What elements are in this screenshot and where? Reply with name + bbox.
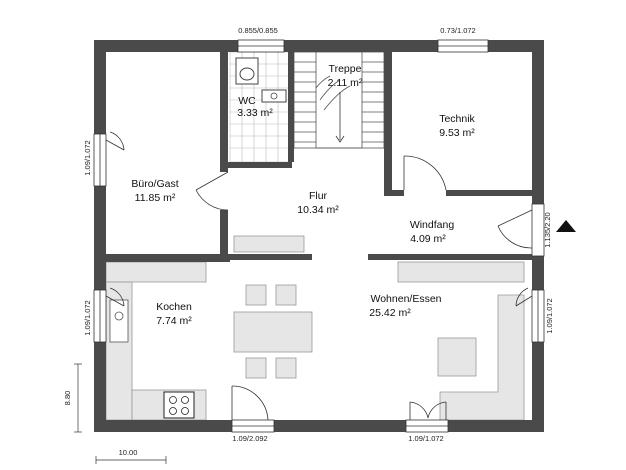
window-label-top-left: 0.855/0.855 bbox=[238, 26, 278, 35]
room-name-flur: Flur bbox=[309, 190, 328, 202]
room-name-buero: Büro/Gast bbox=[131, 178, 178, 190]
window-label-top-right: 0.73/1.072 bbox=[440, 26, 475, 35]
window-dimension-labels: 0.855/0.855 0.73/1.072 1.09/1.072 1.09/1… bbox=[83, 26, 554, 443]
wc-fixtures bbox=[235, 57, 287, 103]
window-label-left-upper: 1.09/1.072 bbox=[83, 140, 92, 175]
entrance-arrow-icon bbox=[556, 220, 576, 232]
room-area-kochen: 7.74 m² bbox=[156, 315, 192, 327]
door-swings bbox=[105, 131, 533, 421]
window-label-bottom-right: 1.09/1.072 bbox=[408, 434, 443, 443]
window-label-right-lower: 1.09/1.072 bbox=[545, 298, 554, 333]
exterior-walls bbox=[94, 40, 544, 432]
room-name-windfang: Windfang bbox=[410, 219, 455, 231]
overall-width-label: 10.00 bbox=[119, 448, 138, 457]
window-label-right-entry: 1.135/2.20 bbox=[543, 212, 552, 247]
room-labels: Büro/Gast 11.85 m² WC 3.33 m² Treppe 2.1… bbox=[131, 63, 475, 327]
room-name-wohnen: Wohnen/Essen bbox=[370, 293, 441, 305]
room-area-wohnen: 25.42 m² bbox=[369, 307, 411, 319]
room-name-treppe: Treppe bbox=[329, 63, 362, 75]
overall-depth-label: 8.80 bbox=[63, 391, 72, 406]
room-area-wc: 3.33 m² bbox=[237, 107, 273, 119]
window-label-bottom-left: 1.09/2.092 bbox=[232, 434, 267, 443]
room-name-technik: Technik bbox=[439, 113, 475, 125]
windows bbox=[93, 39, 545, 433]
window-label-left-lower: 1.09/1.072 bbox=[83, 300, 92, 335]
room-area-technik: 9.53 m² bbox=[439, 127, 475, 139]
room-area-buero: 11.85 m² bbox=[135, 192, 176, 204]
room-area-treppe: 2.11 m² bbox=[328, 77, 363, 89]
overall-dimensions bbox=[74, 363, 167, 464]
interior-walls bbox=[106, 52, 532, 262]
room-area-windfang: 4.09 m² bbox=[410, 233, 446, 245]
furniture bbox=[109, 284, 477, 419]
room-name-kochen: Kochen bbox=[156, 301, 192, 313]
room-name-wc: WC bbox=[238, 95, 256, 107]
room-area-flur: 10.34 m² bbox=[297, 204, 339, 216]
